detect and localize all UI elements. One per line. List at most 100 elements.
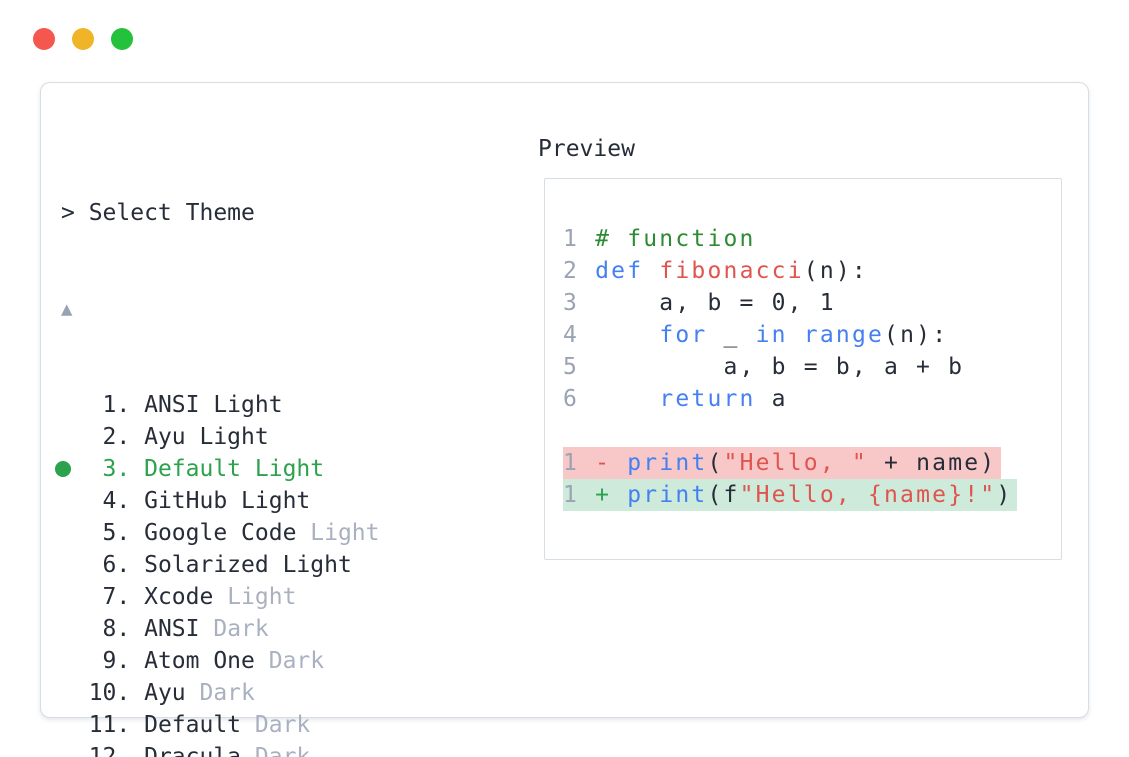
- theme-name: Dracula: [144, 744, 255, 757]
- theme-name-variant: Light: [310, 520, 380, 546]
- theme-name: GitHub Light: [144, 488, 311, 514]
- token-kw: def: [595, 258, 644, 284]
- theme-number: 2.: [61, 424, 145, 450]
- token-pl: ): [996, 482, 1013, 508]
- token-pl: (: [707, 450, 724, 476]
- token-pl: + name): [867, 450, 997, 476]
- theme-number: 4.: [61, 488, 145, 514]
- theme-name: ANSI: [144, 616, 214, 642]
- line-number: 1: [563, 482, 596, 508]
- selected-theme-dot-icon: [55, 461, 71, 477]
- token-minus: -: [595, 450, 628, 476]
- zoom-button[interactable]: [111, 28, 133, 50]
- code-line-content: 4 for _ in range(n):: [563, 322, 948, 348]
- theme-list-column: > Select Theme ▲ 1. ANSI Light 2. Ayu Li…: [55, 133, 878, 757]
- token-kw: range: [803, 322, 885, 348]
- token-str: "Hello, ": [723, 450, 868, 476]
- preview-label: Preview: [538, 136, 635, 162]
- theme-number: 5.: [61, 520, 145, 546]
- code-line: [563, 415, 1061, 447]
- theme-name: Default Light: [144, 456, 325, 482]
- code-line: 5 a, b = b, a + b: [563, 351, 1061, 383]
- token-pl: [595, 322, 659, 348]
- theme-selector-dialog: > Select Theme ▲ 1. ANSI Light 2. Ayu Li…: [40, 82, 1089, 757]
- theme-number: 12.: [61, 744, 145, 757]
- theme-option-3[interactable]: 3. Default Light: [55, 453, 878, 485]
- token-kw: print: [627, 450, 708, 476]
- theme-number: 3.: [61, 456, 145, 482]
- code-line-content: 5 a, b = b, a + b: [563, 354, 964, 380]
- token-pl: (n):: [884, 322, 949, 348]
- theme-name: Xcode: [144, 584, 228, 610]
- code-line: 2 def fibonacci(n):: [563, 255, 1061, 287]
- token-kw: in: [755, 322, 788, 348]
- theme-number: 8.: [61, 616, 145, 642]
- line-number: 4: [563, 322, 596, 348]
- code-line-content: 3 a, b = 0, 1: [563, 290, 836, 316]
- code-line: 1 # function: [563, 223, 1061, 255]
- theme-name: Ayu: [144, 680, 200, 706]
- code-line-content: 2 def fibonacci(n):: [563, 258, 868, 284]
- code-line: 3 a, b = 0, 1: [563, 287, 1061, 319]
- theme-name: Default: [144, 712, 255, 738]
- theme-number: 6.: [61, 552, 145, 578]
- theme-option-2[interactable]: 2. Ayu Light: [61, 421, 878, 453]
- code-line-content: 6 return a: [563, 386, 788, 412]
- token-pl: (n):: [803, 258, 868, 284]
- token-pl: a, b = 0, 1: [595, 290, 836, 316]
- close-button[interactable]: [33, 28, 55, 50]
- theme-option-11[interactable]: 11. Default Dark: [61, 709, 878, 741]
- theme-option-12[interactable]: 12. Dracula Dark: [61, 741, 878, 757]
- code-line-content: 1 # function: [563, 226, 756, 252]
- token-str: "Hello, {name}!": [739, 482, 997, 508]
- code-line: 6 return a: [563, 383, 1061, 415]
- theme-option-4[interactable]: 4. GitHub Light: [61, 485, 878, 517]
- token-pl: _: [707, 322, 756, 348]
- token-pl: a: [755, 386, 788, 412]
- theme-name-variant: Dark: [268, 648, 325, 674]
- window-controls: [33, 28, 133, 50]
- select-theme-prompt: > Select Theme: [61, 200, 255, 226]
- theme-name: ANSI Light: [144, 392, 283, 418]
- line-number: 5: [563, 354, 596, 380]
- code-line-content: 1 - print("Hello, " + name): [563, 447, 1002, 479]
- line-number: 6: [563, 386, 596, 412]
- theme-name: Atom One: [144, 648, 269, 674]
- minimize-button[interactable]: [72, 28, 94, 50]
- theme-option-1[interactable]: 1. ANSI Light: [61, 389, 878, 421]
- theme-option-6[interactable]: 6. Solarized Light: [61, 549, 878, 581]
- token-pl: [643, 258, 659, 284]
- theme-option-8[interactable]: 8. ANSI Dark: [61, 613, 878, 645]
- theme-name: Google Code: [144, 520, 311, 546]
- theme-name-variant: Dark: [254, 712, 311, 738]
- diff-line-added: 1 + print(f"Hello, {name}!"): [563, 479, 1061, 511]
- theme-number: 7.: [61, 584, 145, 610]
- theme-name-variant: Dark: [213, 616, 269, 642]
- theme-number: 1.: [61, 392, 145, 418]
- line-number: 1: [563, 450, 596, 476]
- line-number: 2: [563, 258, 596, 284]
- theme-name-variant: Dark: [199, 680, 255, 706]
- theme-name-variant: Dark: [254, 744, 311, 757]
- code-line-content: 1 + print(f"Hello, {name}!"): [563, 479, 1018, 511]
- theme-number: 9.: [61, 648, 145, 674]
- token-fn: fibonacci: [659, 258, 804, 284]
- token-pl: [788, 322, 804, 348]
- theme-number: 11.: [61, 712, 145, 738]
- theme-option-5[interactable]: 5. Google Code Light: [61, 517, 878, 549]
- token-kw: print: [627, 482, 708, 508]
- line-number: 1: [563, 226, 596, 252]
- line-number: 3: [563, 290, 596, 316]
- scroll-up-indicator[interactable]: ▲: [61, 298, 73, 320]
- theme-name-variant: Light: [227, 584, 297, 610]
- token-pl: [595, 386, 659, 412]
- theme-option-7[interactable]: 7. Xcode Light: [61, 581, 878, 613]
- token-pl: a, b = b, a + b: [595, 354, 965, 380]
- token-kw: for: [659, 322, 708, 348]
- theme-option-9[interactable]: 9. Atom One Dark: [61, 645, 878, 677]
- theme-option-10[interactable]: 10. Ayu Dark: [61, 677, 878, 709]
- theme-number: 10.: [61, 680, 145, 706]
